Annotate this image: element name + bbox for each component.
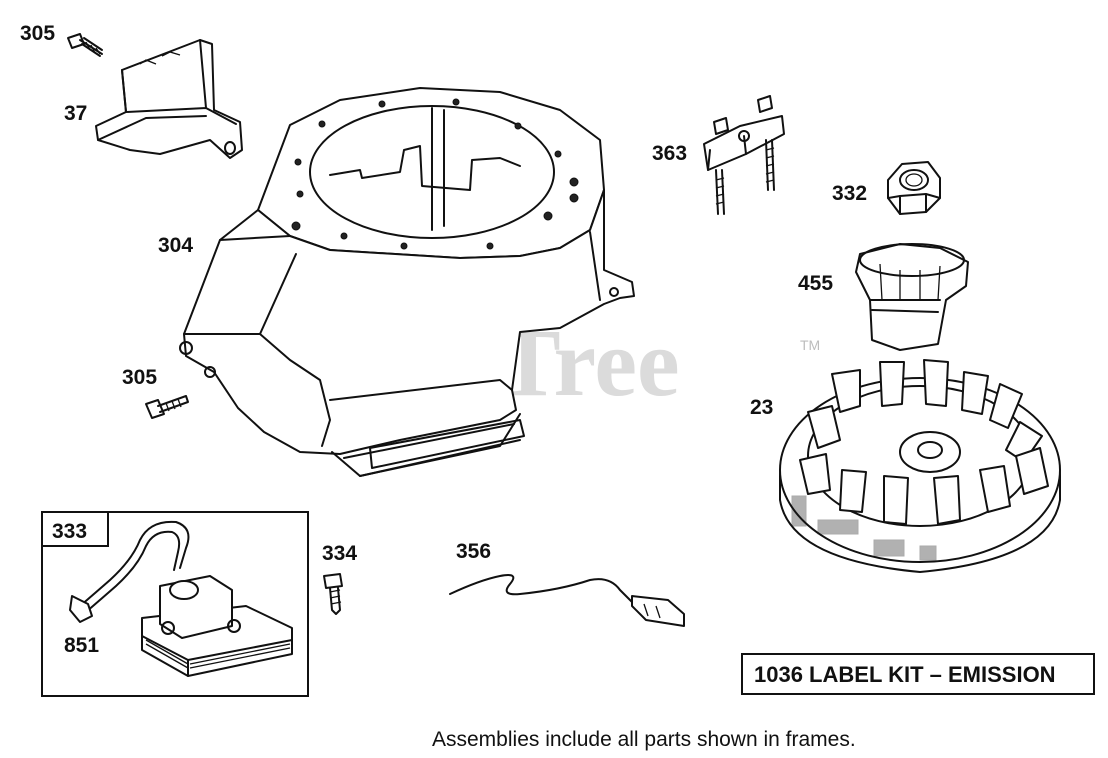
callout-333: 333	[52, 520, 87, 543]
rim-labels	[791, 495, 937, 561]
part-334-screw[interactable]	[323, 573, 343, 615]
part-332-nut[interactable]	[887, 161, 941, 215]
watermark-tm: TM	[800, 337, 820, 353]
part-455-starter-cup[interactable]	[855, 243, 969, 351]
part-23-flywheel[interactable]	[779, 359, 1061, 573]
part-356-ground-wire[interactable]	[449, 574, 685, 627]
part-363-bracket[interactable]	[703, 95, 785, 215]
part-305-top-bolt[interactable]	[67, 33, 103, 57]
callout-332: 332	[832, 182, 867, 205]
assembly-frame-tab	[41, 511, 109, 547]
frame-333-ignition-assembly[interactable]	[41, 511, 309, 697]
callout-37: 37	[64, 102, 87, 125]
ring-holes	[291, 98, 579, 250]
callout-305-top: 305	[20, 22, 55, 45]
callout-334: 334	[322, 542, 357, 565]
callout-851: 851	[64, 634, 99, 657]
callout-305-bottom: 305	[122, 366, 157, 389]
callouts: 305 37 304 305 363 332 455 23 333 851 33…	[20, 22, 867, 657]
callout-363: 363	[652, 142, 687, 165]
part-305-bottom-bolt[interactable]	[145, 395, 189, 419]
assembly-frame	[41, 511, 309, 697]
flywheel-fins	[799, 359, 1049, 525]
assemblies-footnote: Assemblies include all parts shown in fr…	[432, 728, 856, 751]
callout-304: 304	[158, 234, 193, 257]
label-kit-frame	[741, 653, 1095, 695]
label-kit-text: 1036 LABEL KIT – EMISSION	[754, 662, 1056, 687]
callout-356: 356	[456, 540, 491, 563]
callout-455: 455	[798, 272, 833, 295]
callout-23: 23	[750, 396, 773, 419]
label-kit-box[interactable]: 1036 LABEL KIT – EMISSION	[741, 653, 1095, 695]
part-37-air-guide[interactable]	[95, 39, 243, 159]
part-304-blower-housing[interactable]	[179, 87, 635, 477]
